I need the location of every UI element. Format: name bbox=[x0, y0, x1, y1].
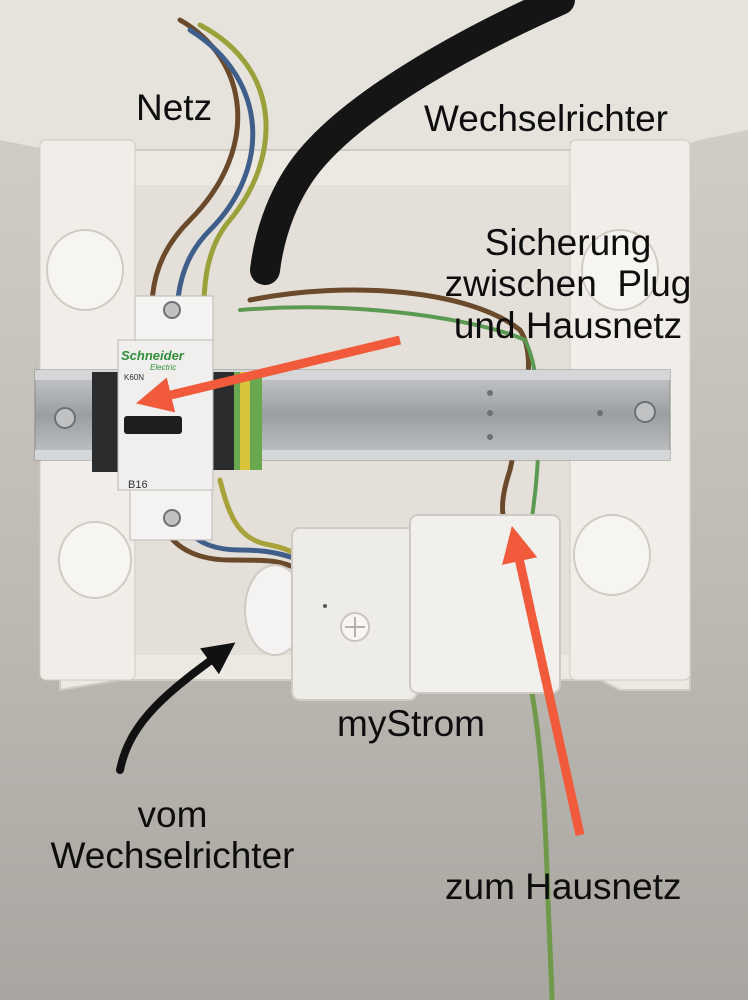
din-rail-lip-bottom bbox=[35, 450, 670, 460]
mystrom-right bbox=[409, 514, 561, 694]
label-zum-hausnetz: zum Hausnetz bbox=[445, 866, 682, 907]
terminal-right-pe-stripe bbox=[240, 372, 250, 470]
label-sicherung-line2: zwischen Plug bbox=[444, 263, 692, 305]
breaker-rating: B16 bbox=[128, 479, 148, 491]
label-mystrom: myStrom bbox=[337, 703, 485, 744]
label-wechselrichter-2: Wechselrichter bbox=[50, 835, 295, 877]
label-sicherung-line1: Sicherung bbox=[484, 222, 652, 263]
mystrom-button-plus bbox=[345, 617, 365, 637]
circuit-breaker: Schneider Electric K60N B16 bbox=[117, 295, 214, 541]
rail-hole bbox=[597, 410, 603, 416]
breaker-screw-top bbox=[163, 301, 181, 319]
arrow-to-breaker bbox=[135, 335, 402, 413]
black-cable bbox=[250, 0, 575, 285]
arrow-to-mystrom bbox=[502, 525, 585, 836]
rail-screw-left bbox=[54, 407, 76, 429]
breaker-toggle bbox=[124, 416, 182, 434]
label-vom-wechselrichter: vom Wechselrichter bbox=[20, 794, 325, 877]
rail-hole bbox=[487, 390, 493, 396]
lug-top-left bbox=[46, 229, 124, 311]
breaker-model: K60N bbox=[124, 373, 144, 382]
arrow-from-inverter bbox=[116, 642, 236, 774]
rail-screw-right bbox=[634, 401, 656, 423]
mystrom-led bbox=[323, 604, 327, 608]
upper-box bbox=[0, 0, 748, 160]
breaker-brand: Schneider bbox=[121, 348, 185, 363]
label-sicherung: Sicherung zwischen Plug und Hausnetz bbox=[418, 222, 718, 346]
din-rail-lip-top bbox=[35, 370, 670, 380]
breaker-brand-sub: Electric bbox=[150, 363, 176, 372]
label-wechselrichter: Wechselrichter bbox=[424, 98, 669, 139]
rail-holes bbox=[487, 390, 603, 440]
label-sicherung-line3: und Hausnetz bbox=[453, 304, 683, 346]
breaker-screw-bottom bbox=[163, 509, 181, 527]
rail-hole bbox=[487, 410, 493, 416]
wire-green-down bbox=[522, 657, 555, 1000]
rail-hole bbox=[487, 434, 493, 440]
label-vom: vom bbox=[137, 794, 208, 835]
lug-bottom-left bbox=[58, 521, 132, 599]
lug-bottom-right bbox=[573, 514, 651, 596]
label-netz: Netz bbox=[136, 87, 213, 128]
lugs bbox=[46, 229, 659, 599]
lug-top-right bbox=[581, 229, 659, 311]
breaker-face bbox=[117, 339, 214, 491]
